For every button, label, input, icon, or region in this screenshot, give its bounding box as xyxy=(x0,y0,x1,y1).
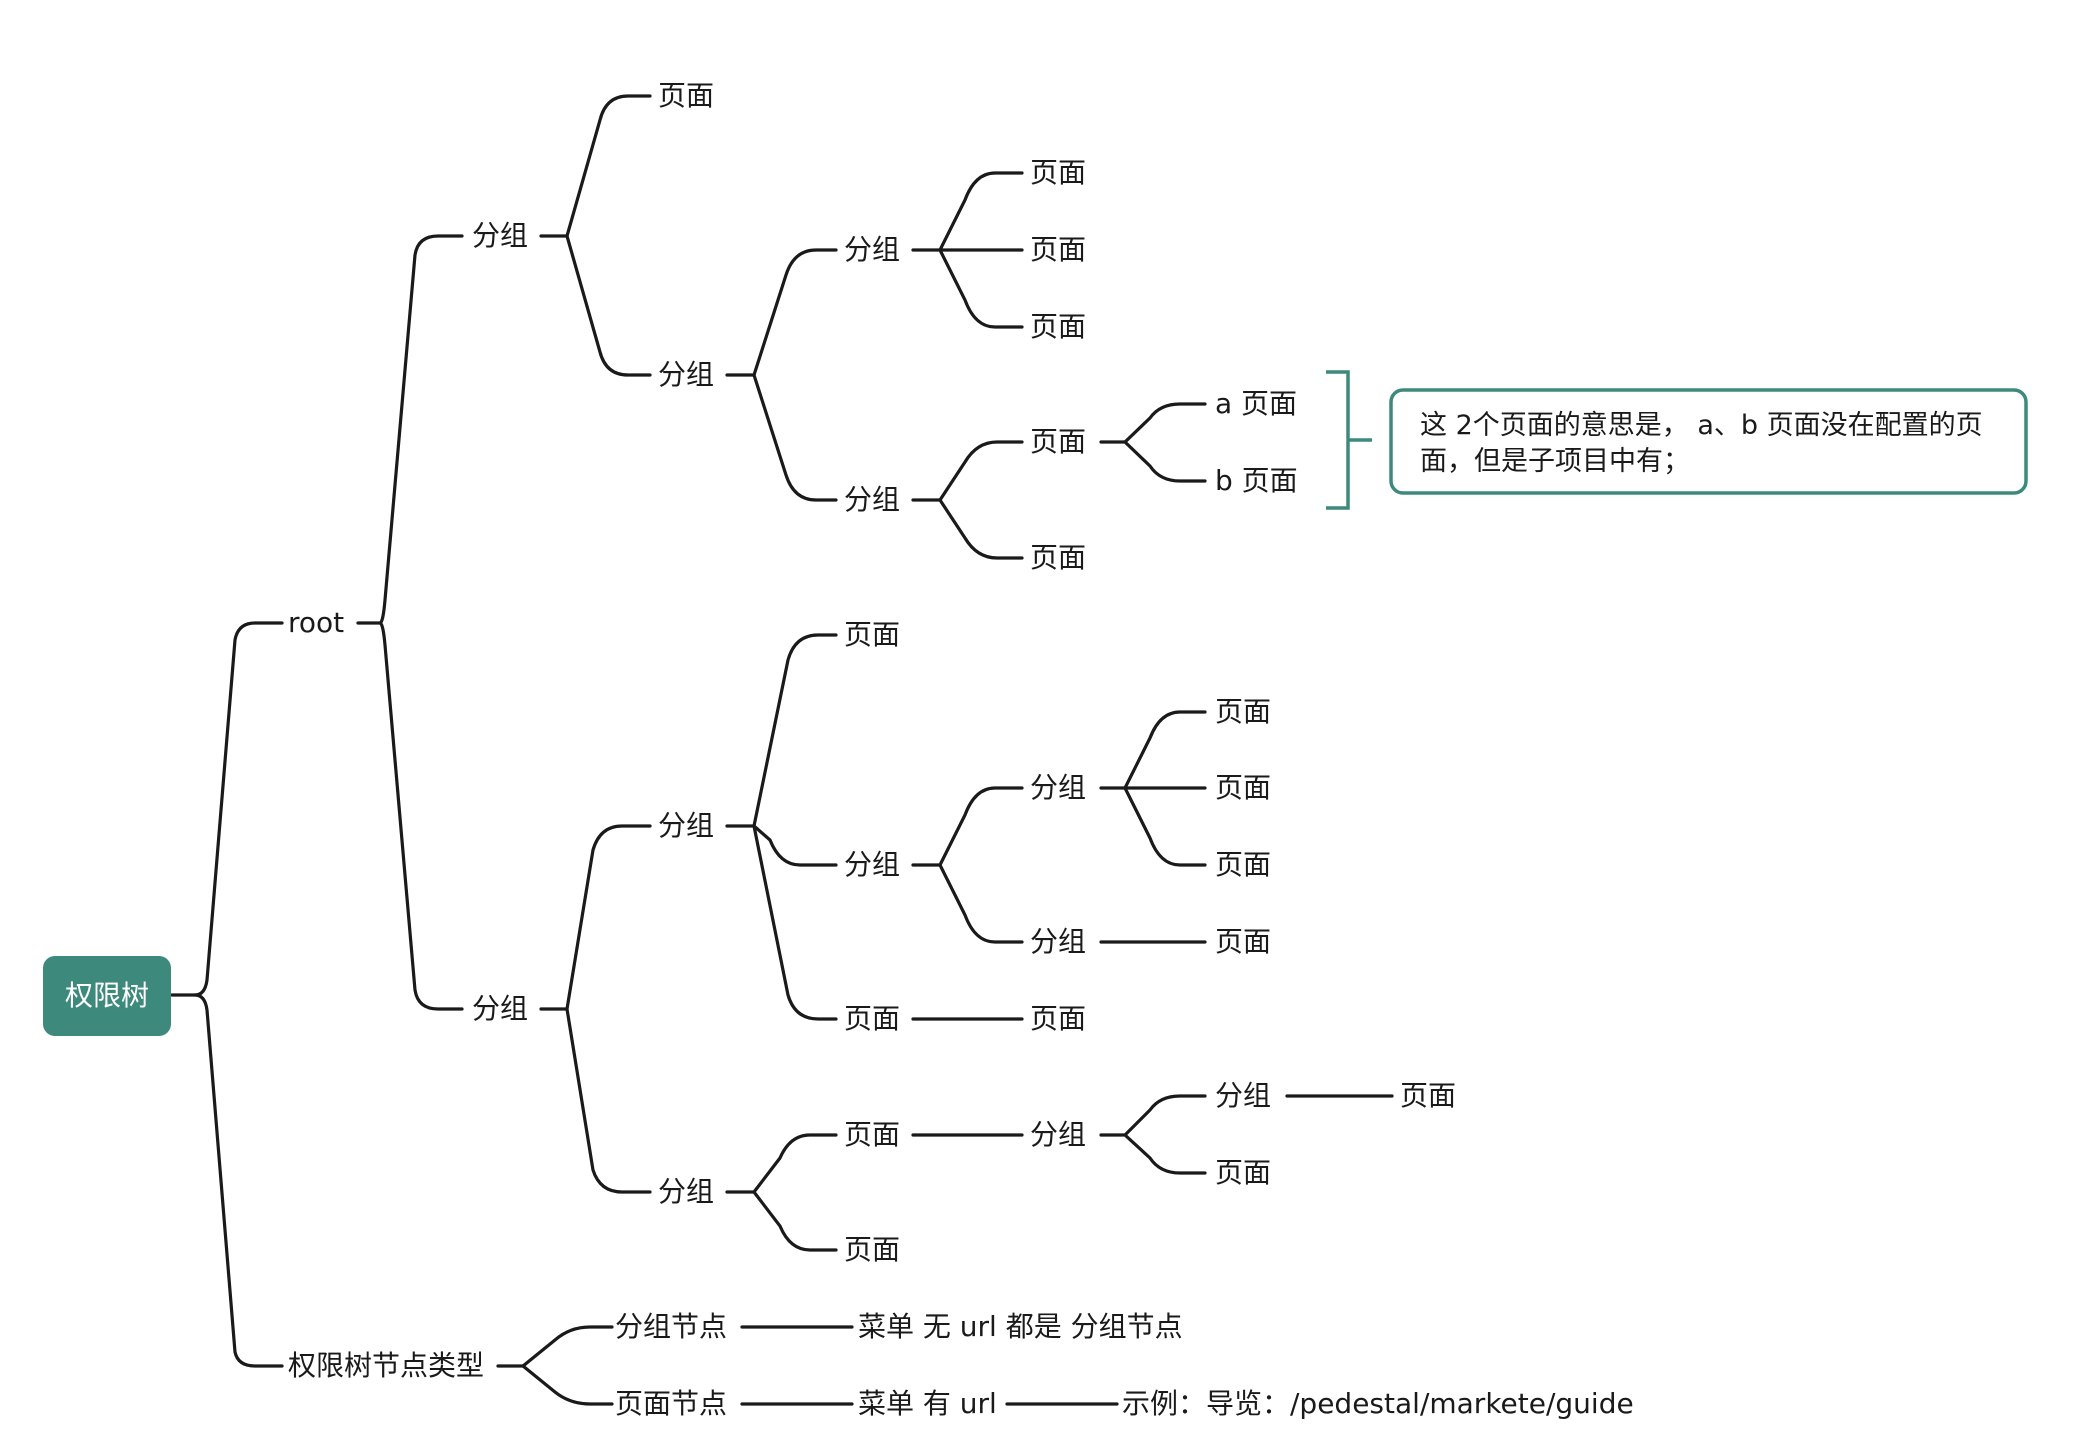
node-group[interactable]: 分组 xyxy=(1030,925,1086,958)
node-group[interactable]: 分组 xyxy=(844,848,900,881)
node-page-b[interactable]: b 页面 xyxy=(1215,464,1298,497)
node-page[interactable]: 页面 xyxy=(844,1118,900,1151)
node-type-group-desc[interactable]: 菜单 无 url 都是 分组节点 xyxy=(858,1310,1183,1343)
node-group[interactable]: 分组 xyxy=(844,233,900,266)
node-page[interactable]: 页面 xyxy=(1030,1002,1086,1035)
node-group[interactable]: 分组 xyxy=(1030,1118,1086,1151)
annotation: 这 2个页面的意思是， a、b 页面没在配置的页 面，但是子项目中有； xyxy=(1326,370,2028,510)
node-page[interactable]: 页面 xyxy=(1215,848,1271,881)
node-group[interactable]: 分组 xyxy=(844,483,900,516)
root-node-box xyxy=(43,956,171,1036)
node-page[interactable]: 页面 xyxy=(844,618,900,651)
node-group[interactable]: 分组 xyxy=(472,219,528,252)
node-page[interactable]: 页面 xyxy=(844,1002,900,1035)
root-node[interactable]: 权限树 xyxy=(43,956,171,1036)
root-node-label: 权限树 xyxy=(65,979,149,1012)
annotation-bracket xyxy=(1326,370,1372,510)
node-page[interactable]: 页面 xyxy=(1215,1156,1271,1189)
node-page[interactable]: 页面 xyxy=(1030,233,1086,266)
node-page[interactable]: 页面 xyxy=(844,1233,900,1266)
note-text-line1: 这 2个页面的意思是， a、b 页面没在配置的页 xyxy=(1420,410,1983,441)
node-group[interactable]: 分组 xyxy=(658,358,714,391)
node-page[interactable]: 页面 xyxy=(1215,925,1271,958)
tree-nodes: root 分组 页面 分组 分组 页面 页面 页面 分组 页面 a 页面 b 页… xyxy=(288,79,1634,1420)
node-page[interactable]: 页面 xyxy=(1030,541,1086,574)
node-page-a[interactable]: a 页面 xyxy=(1215,387,1297,420)
connector-lines xyxy=(170,94,1394,1406)
note-text-line2: 面，但是子项目中有； xyxy=(1420,446,1690,477)
node-page[interactable]: 页面 xyxy=(1030,156,1086,189)
node-type-group[interactable]: 分组节点 xyxy=(615,1310,727,1343)
node-page[interactable]: 页面 xyxy=(1030,425,1086,458)
node-type-page-desc[interactable]: 菜单 有 url xyxy=(858,1387,997,1420)
node-group[interactable]: 分组 xyxy=(1030,771,1086,804)
node-page[interactable]: 页面 xyxy=(658,79,714,112)
note-box[interactable] xyxy=(1389,388,2028,495)
node-page[interactable]: 页面 xyxy=(1215,695,1271,728)
node-page[interactable]: 页面 xyxy=(1030,310,1086,343)
node-type-page[interactable]: 页面节点 xyxy=(615,1387,727,1420)
node-group[interactable]: 分组 xyxy=(658,809,714,842)
node-root[interactable]: root xyxy=(288,606,344,639)
node-group[interactable]: 分组 xyxy=(1215,1079,1271,1112)
node-group[interactable]: 分组 xyxy=(472,992,528,1025)
node-group[interactable]: 分组 xyxy=(658,1175,714,1208)
node-type-page-example[interactable]: 示例：导览：/pedestal/markete/guide xyxy=(1122,1387,1634,1420)
node-types[interactable]: 权限树节点类型 xyxy=(288,1349,484,1382)
node-page[interactable]: 页面 xyxy=(1215,771,1271,804)
node-page[interactable]: 页面 xyxy=(1400,1079,1456,1112)
